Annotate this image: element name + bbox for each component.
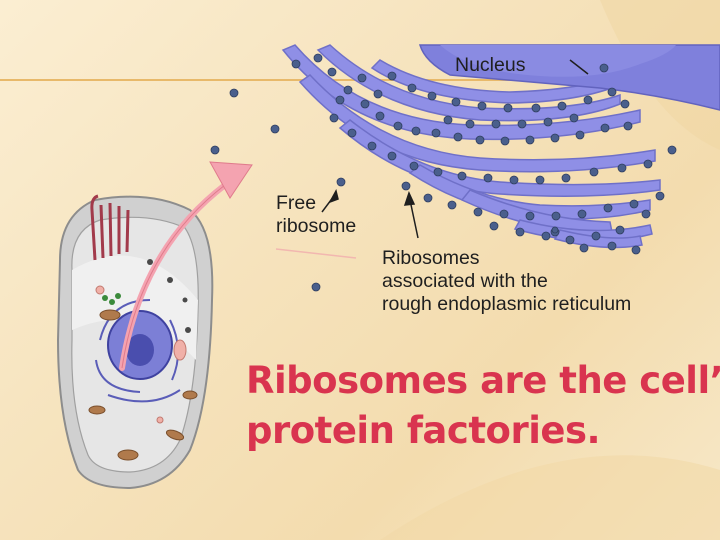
ribosomes-free (210, 88, 677, 292)
caption-line-2: protein factories. (246, 409, 601, 452)
er-ribosomes-label: Ribosomes associated with the rough endo… (382, 247, 632, 315)
free-ribosome-label: Free ribosome (276, 192, 357, 237)
label-arrows (321, 59, 589, 239)
pointer-arrow (119, 161, 253, 371)
label-underline (275, 248, 357, 259)
animal-cell (56, 194, 214, 490)
nucleus-label: Nucleus (455, 54, 526, 76)
endoplasmic-reticulum-diagram (210, 44, 720, 292)
nucleus-shape (418, 44, 720, 111)
ribosomes-bound (291, 53, 665, 255)
caption-line-1: Ribosomes are the cell’s (246, 359, 720, 402)
slide-caption: Ribosomes are the cell’s protein factori… (246, 356, 720, 456)
